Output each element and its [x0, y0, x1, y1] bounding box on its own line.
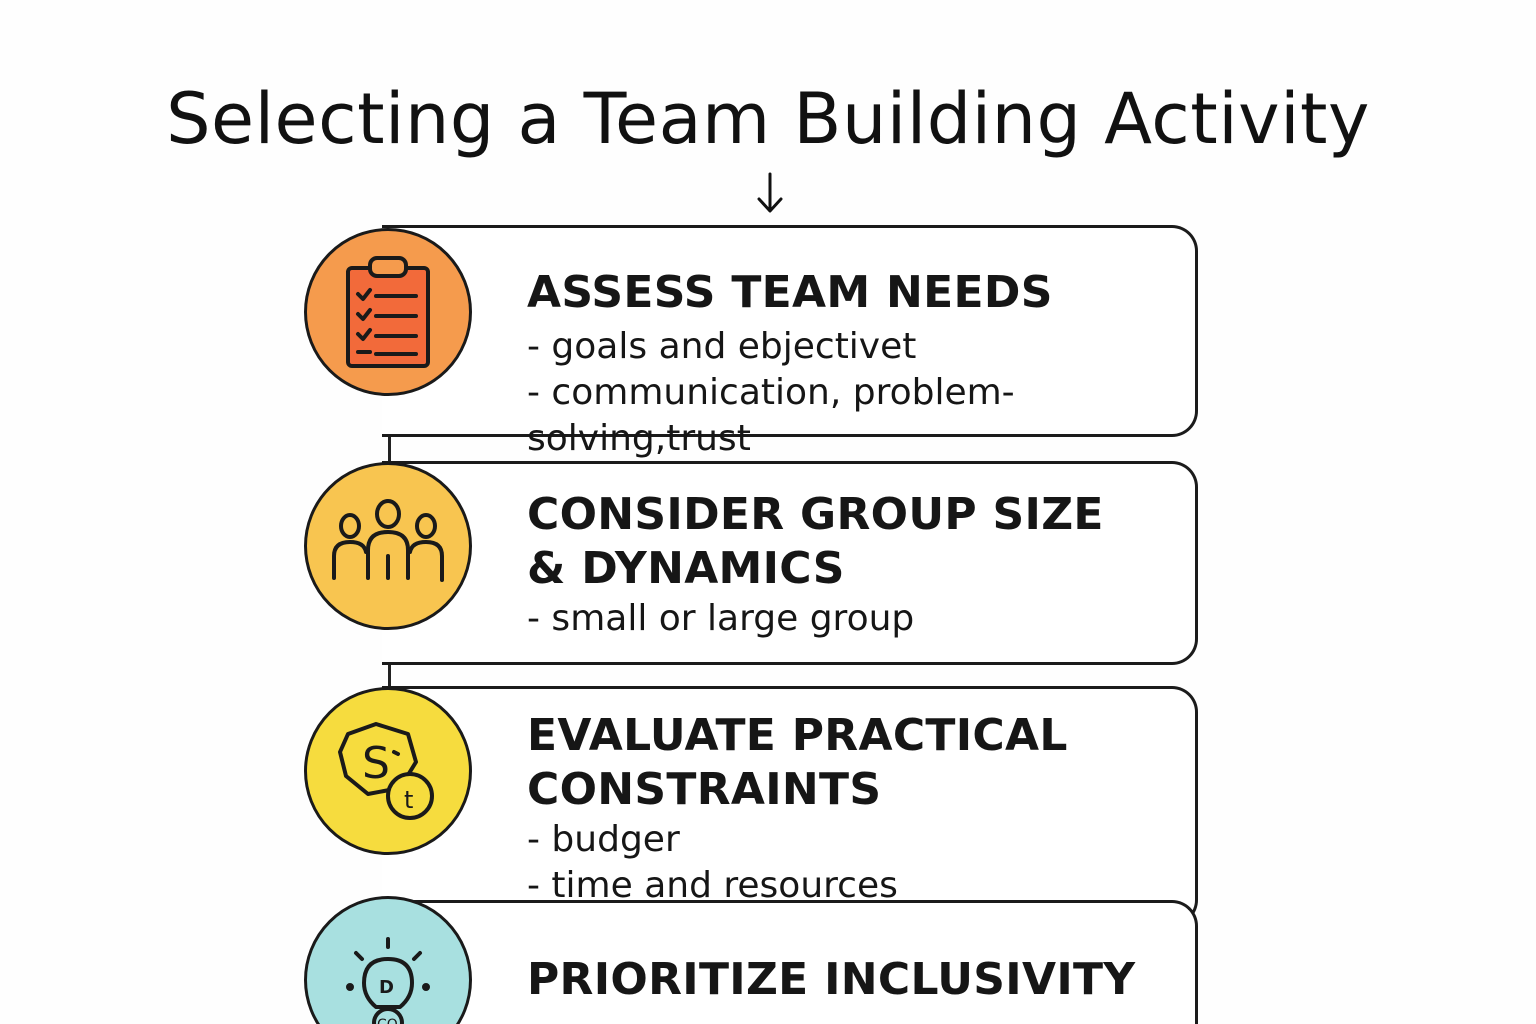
coins-budget-icon: S t: [338, 722, 434, 820]
step-circle-2: [304, 462, 472, 630]
diagram-title: Selecting a Team Building Activity: [166, 78, 1370, 160]
step-title: EVALUATE PRACTICAL: [527, 710, 1068, 761]
step-bullet: - goals and ebjectivet: [527, 326, 917, 367]
step-bullet: - budger: [527, 819, 680, 860]
step-title: CONSTRAINTS: [527, 764, 882, 815]
group-people-icon: [332, 499, 444, 582]
step-circle-4: D CO: [304, 896, 472, 1024]
svg-text:t: t: [404, 786, 413, 814]
step-card-group-size: CONSIDER GROUP SIZE & DYNAMICS - small o…: [382, 461, 1198, 665]
down-arrow-icon: [757, 172, 783, 213]
step-circle-1: [304, 228, 472, 396]
step-bullet: - communication, problem-solving,trust: [527, 372, 1015, 459]
step-title: PRIORITIZE INCLUSIVITY: [527, 954, 1136, 1005]
step-title: ASSESS TEAM NEEDS: [527, 267, 1053, 318]
step-bullet: - small or large group: [527, 598, 915, 639]
step-card-practical-constraints: EVALUATE PRACTICAL CONSTRAINTS - budger …: [382, 686, 1198, 926]
svg-text:D: D: [379, 977, 394, 998]
svg-text:S: S: [362, 738, 390, 789]
lightbulb-icon: D CO: [346, 937, 430, 1024]
step-bullet: - time and resources: [527, 865, 898, 906]
step-card-inclusivity: PRIORITIZE INCLUSIVITY: [382, 900, 1198, 1024]
step-title: & DYNAMICS: [527, 543, 845, 594]
clipboard-checklist-icon: [346, 256, 430, 368]
step-title: CONSIDER GROUP SIZE: [527, 489, 1104, 540]
svg-text:CO: CO: [377, 1017, 398, 1024]
step-circle-3: S t: [304, 687, 472, 855]
step-card-assess-team-needs: ASSESS TEAM NEEDS - goals and ebjectivet…: [382, 225, 1198, 459]
